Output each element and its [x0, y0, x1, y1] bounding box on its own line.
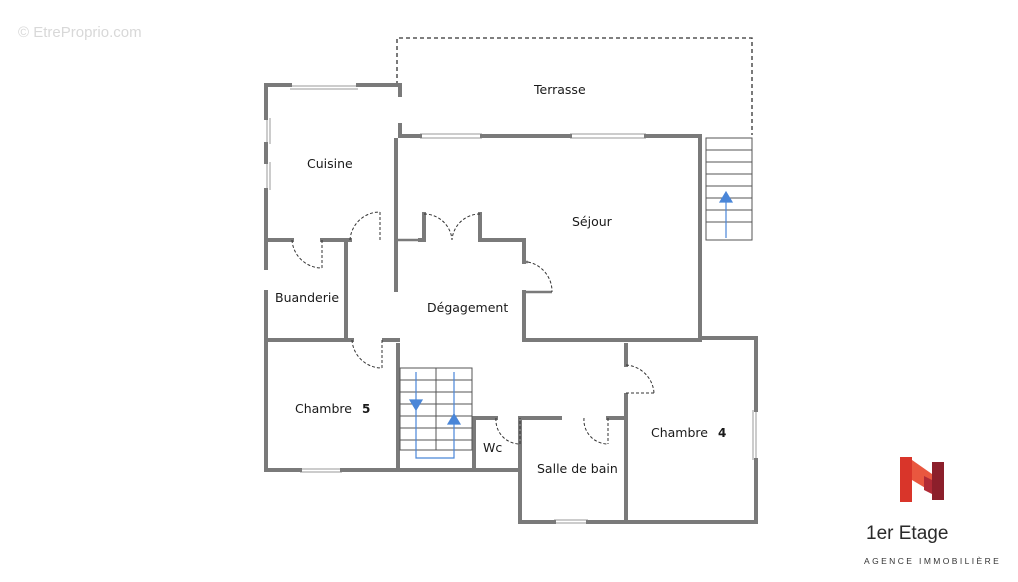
room-cuisine-label: Cuisine — [307, 156, 353, 171]
room-wc-label: Wc — [483, 440, 502, 455]
walls — [264, 83, 758, 524]
room-chambre4-label: Chambre 4 — [651, 425, 726, 440]
room-terrasse-label: Terrasse — [533, 82, 586, 97]
room-degagement-label: Dégagement — [427, 300, 508, 315]
room-salle-de-bain-label: Salle de bain — [537, 461, 618, 476]
interior-stair-arrows — [408, 372, 462, 459]
agency-logo — [900, 457, 944, 502]
doors — [291, 211, 655, 445]
watermark: © EtreProprio.com — [18, 24, 142, 41]
terrasse-outline — [396, 37, 753, 135]
windows — [266, 85, 757, 524]
interior-staircase — [399, 367, 473, 451]
room-chambre5-name: Chambre — [295, 401, 352, 416]
thin-walls — [396, 238, 552, 294]
room-buanderie-label: Buanderie — [275, 290, 339, 305]
exterior-stair-arrow — [718, 190, 734, 238]
exterior-staircase — [705, 137, 753, 241]
room-chambre5-label: Chambre 5 — [295, 401, 370, 416]
agency-label: AGENCE IMMOBILIÈRE — [864, 556, 1002, 566]
floor-label: 1er Etage — [866, 523, 949, 544]
room-chambre5-number: 5 — [362, 402, 370, 416]
room-sejour-label: Séjour — [572, 214, 613, 229]
room-chambre4-number: 4 — [718, 426, 726, 440]
room-chambre4-name: Chambre — [651, 425, 708, 440]
